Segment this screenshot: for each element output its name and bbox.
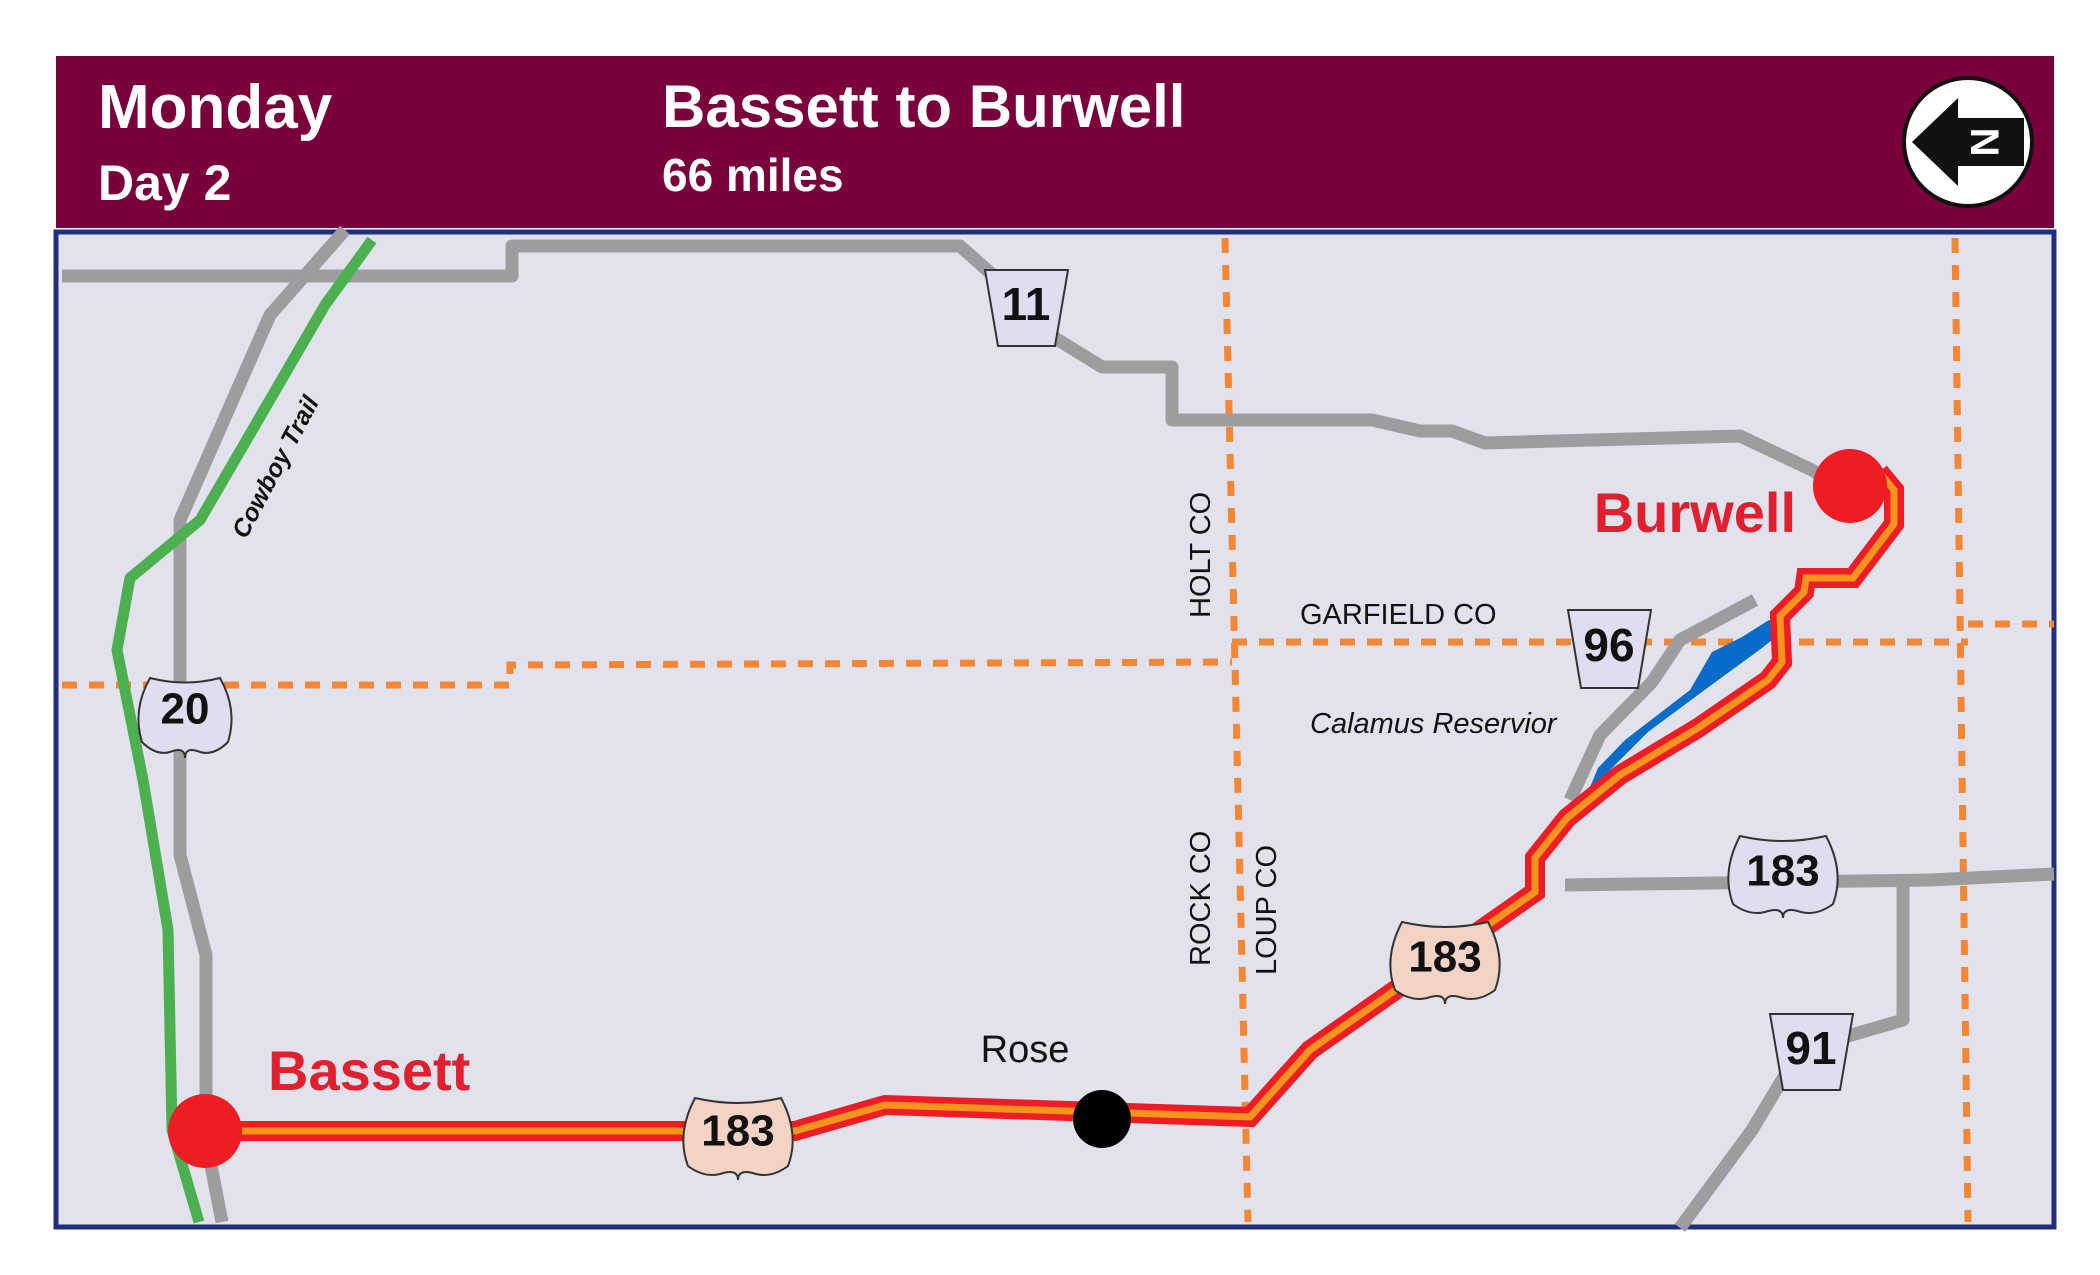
reservoir-label: Calamus Reservior [1310,708,1558,740]
burwell-label: Burwell [1594,481,1796,544]
shield-number: 91 [1785,1022,1836,1074]
shield-number: 20 [161,685,210,734]
day-number: Day 2 [98,155,232,211]
county-line-far-east [1951,237,1972,1223]
county-lines [62,237,2054,1223]
cowboy-trail [111,236,377,1224]
shield-ne96: 96 [1566,609,1653,689]
shield-number: 11 [1002,278,1051,330]
road-ne11 [62,239,1854,501]
garfield-co-label: GARFIELD CO [1300,599,1497,631]
bassett-marker [168,1094,242,1168]
north-arrow-label: N [1964,128,2008,157]
day-name: Monday [98,73,333,142]
bassett-label: Bassett [268,1039,470,1102]
route-header: Monday Day 2 Bassett to Burwell 66 miles… [56,56,2054,228]
holt-co-label: HOLT CO [1185,492,1217,618]
shield-us183-west: 183 [682,1096,794,1181]
rose-marker [1073,1090,1131,1148]
shield-number: 183 [1408,933,1481,982]
north-arrow-icon: N [1902,76,2034,208]
shield-number: 96 [1583,619,1634,671]
county-line-north [62,658,1233,689]
rock-co-label: ROCK CO [1185,831,1217,966]
route-title: Bassett to Burwell [662,73,1186,140]
us-highway-shield-icon [682,1096,794,1181]
county-line-rock-loup [1221,237,1252,1223]
state-highway-shield-icon [983,269,1070,347]
shield-ne91: 91 [1768,1013,1855,1091]
route-distance: 66 miles [662,149,844,201]
us-highway-shield-icon [1389,920,1501,1005]
route [220,465,1904,1141]
shield-number: 183 [701,1107,774,1156]
us-highway-shield-icon [137,676,233,759]
calamus-reservoir [1588,620,1787,792]
road-us183-east [1564,867,2055,892]
state-highway-shield-icon [1768,1013,1855,1091]
rose-label: Rose [981,1029,1070,1071]
map-area [53,229,2057,1230]
burwell-marker [1813,449,1887,523]
shield-us183-east: 183 [1727,834,1839,919]
shield-ne11: 11 [983,269,1070,347]
state-highway-shield-icon [1566,609,1653,689]
shield-us183-middle: 183 [1389,920,1501,1005]
us-highway-shield-icon [1727,834,1839,919]
shield-us20: 20 [137,676,233,759]
shield-number: 183 [1746,847,1819,896]
reservoir-shore-road [1564,594,1759,803]
route-center [220,469,1898,1135]
loup-co-label: LOUP CO [1251,845,1283,975]
